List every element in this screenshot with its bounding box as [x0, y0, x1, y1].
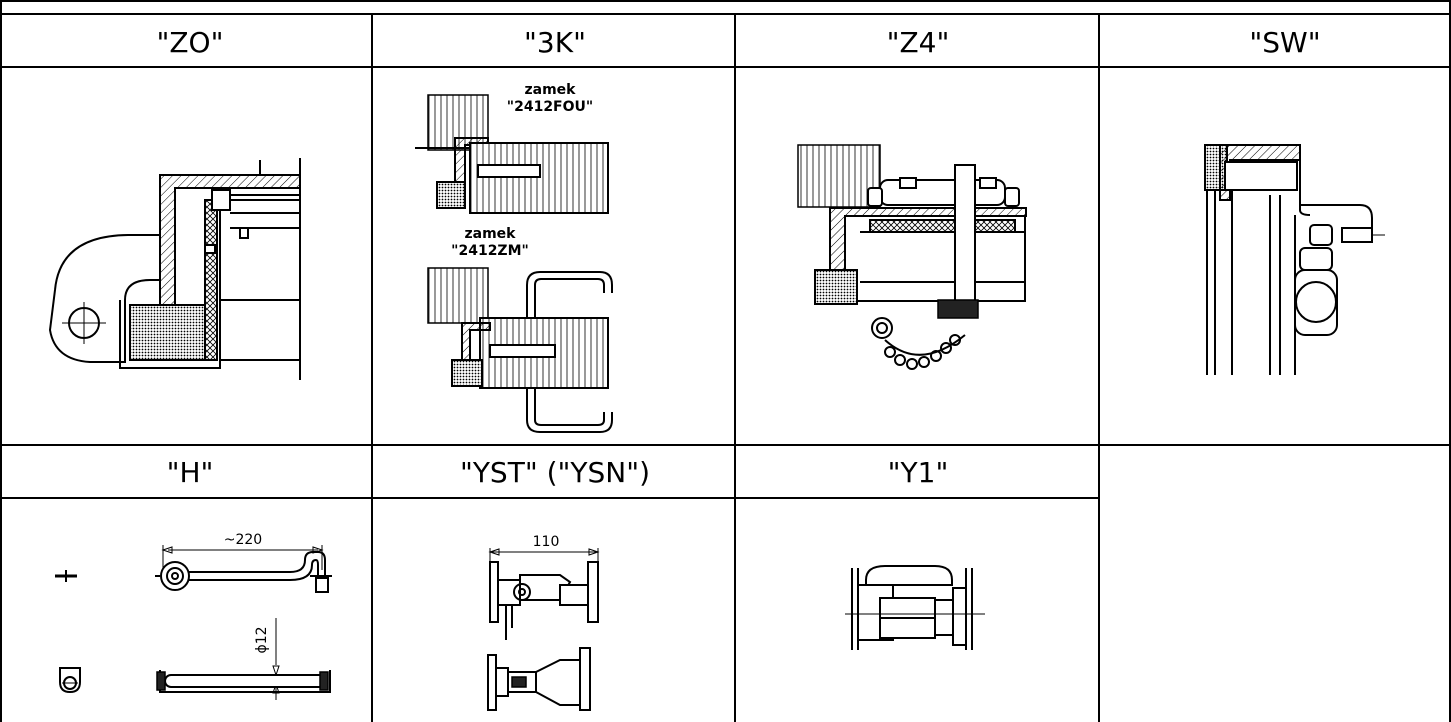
- label-yst: "YST" ("YSN"): [460, 456, 650, 489]
- caption-2412fou: "2412FOU": [507, 99, 593, 115]
- drawing-yst: 110: [487, 534, 600, 711]
- label-y1: "Y1": [888, 456, 949, 489]
- dim-length-220: ~220: [224, 532, 262, 548]
- drawing-zo: [48, 158, 301, 380]
- dim-diameter-12: ϕ12: [254, 626, 270, 653]
- caption-zamek-top: zamek: [525, 82, 577, 98]
- label-z4: "Z4": [887, 26, 950, 59]
- label-3k: "3K": [524, 26, 586, 59]
- label-h: "H": [167, 456, 214, 489]
- label-zo: "ZO": [157, 26, 224, 59]
- dim-width-110: 110: [533, 534, 560, 550]
- drawing-sw: [1204, 144, 1385, 375]
- drawing-z4: [797, 144, 1027, 370]
- caption-2412zm: "2412ZM": [451, 243, 529, 259]
- chain-icon: [884, 334, 961, 370]
- drawing-3k: zamek "2412FOU" zamek "2412ZM": [415, 82, 613, 433]
- drawing-y1: [845, 565, 985, 650]
- label-sw: "SW": [1249, 26, 1320, 59]
- drawing-h: ~220 ϕ12: [55, 532, 332, 700]
- caption-zamek-bottom: zamek: [465, 226, 517, 242]
